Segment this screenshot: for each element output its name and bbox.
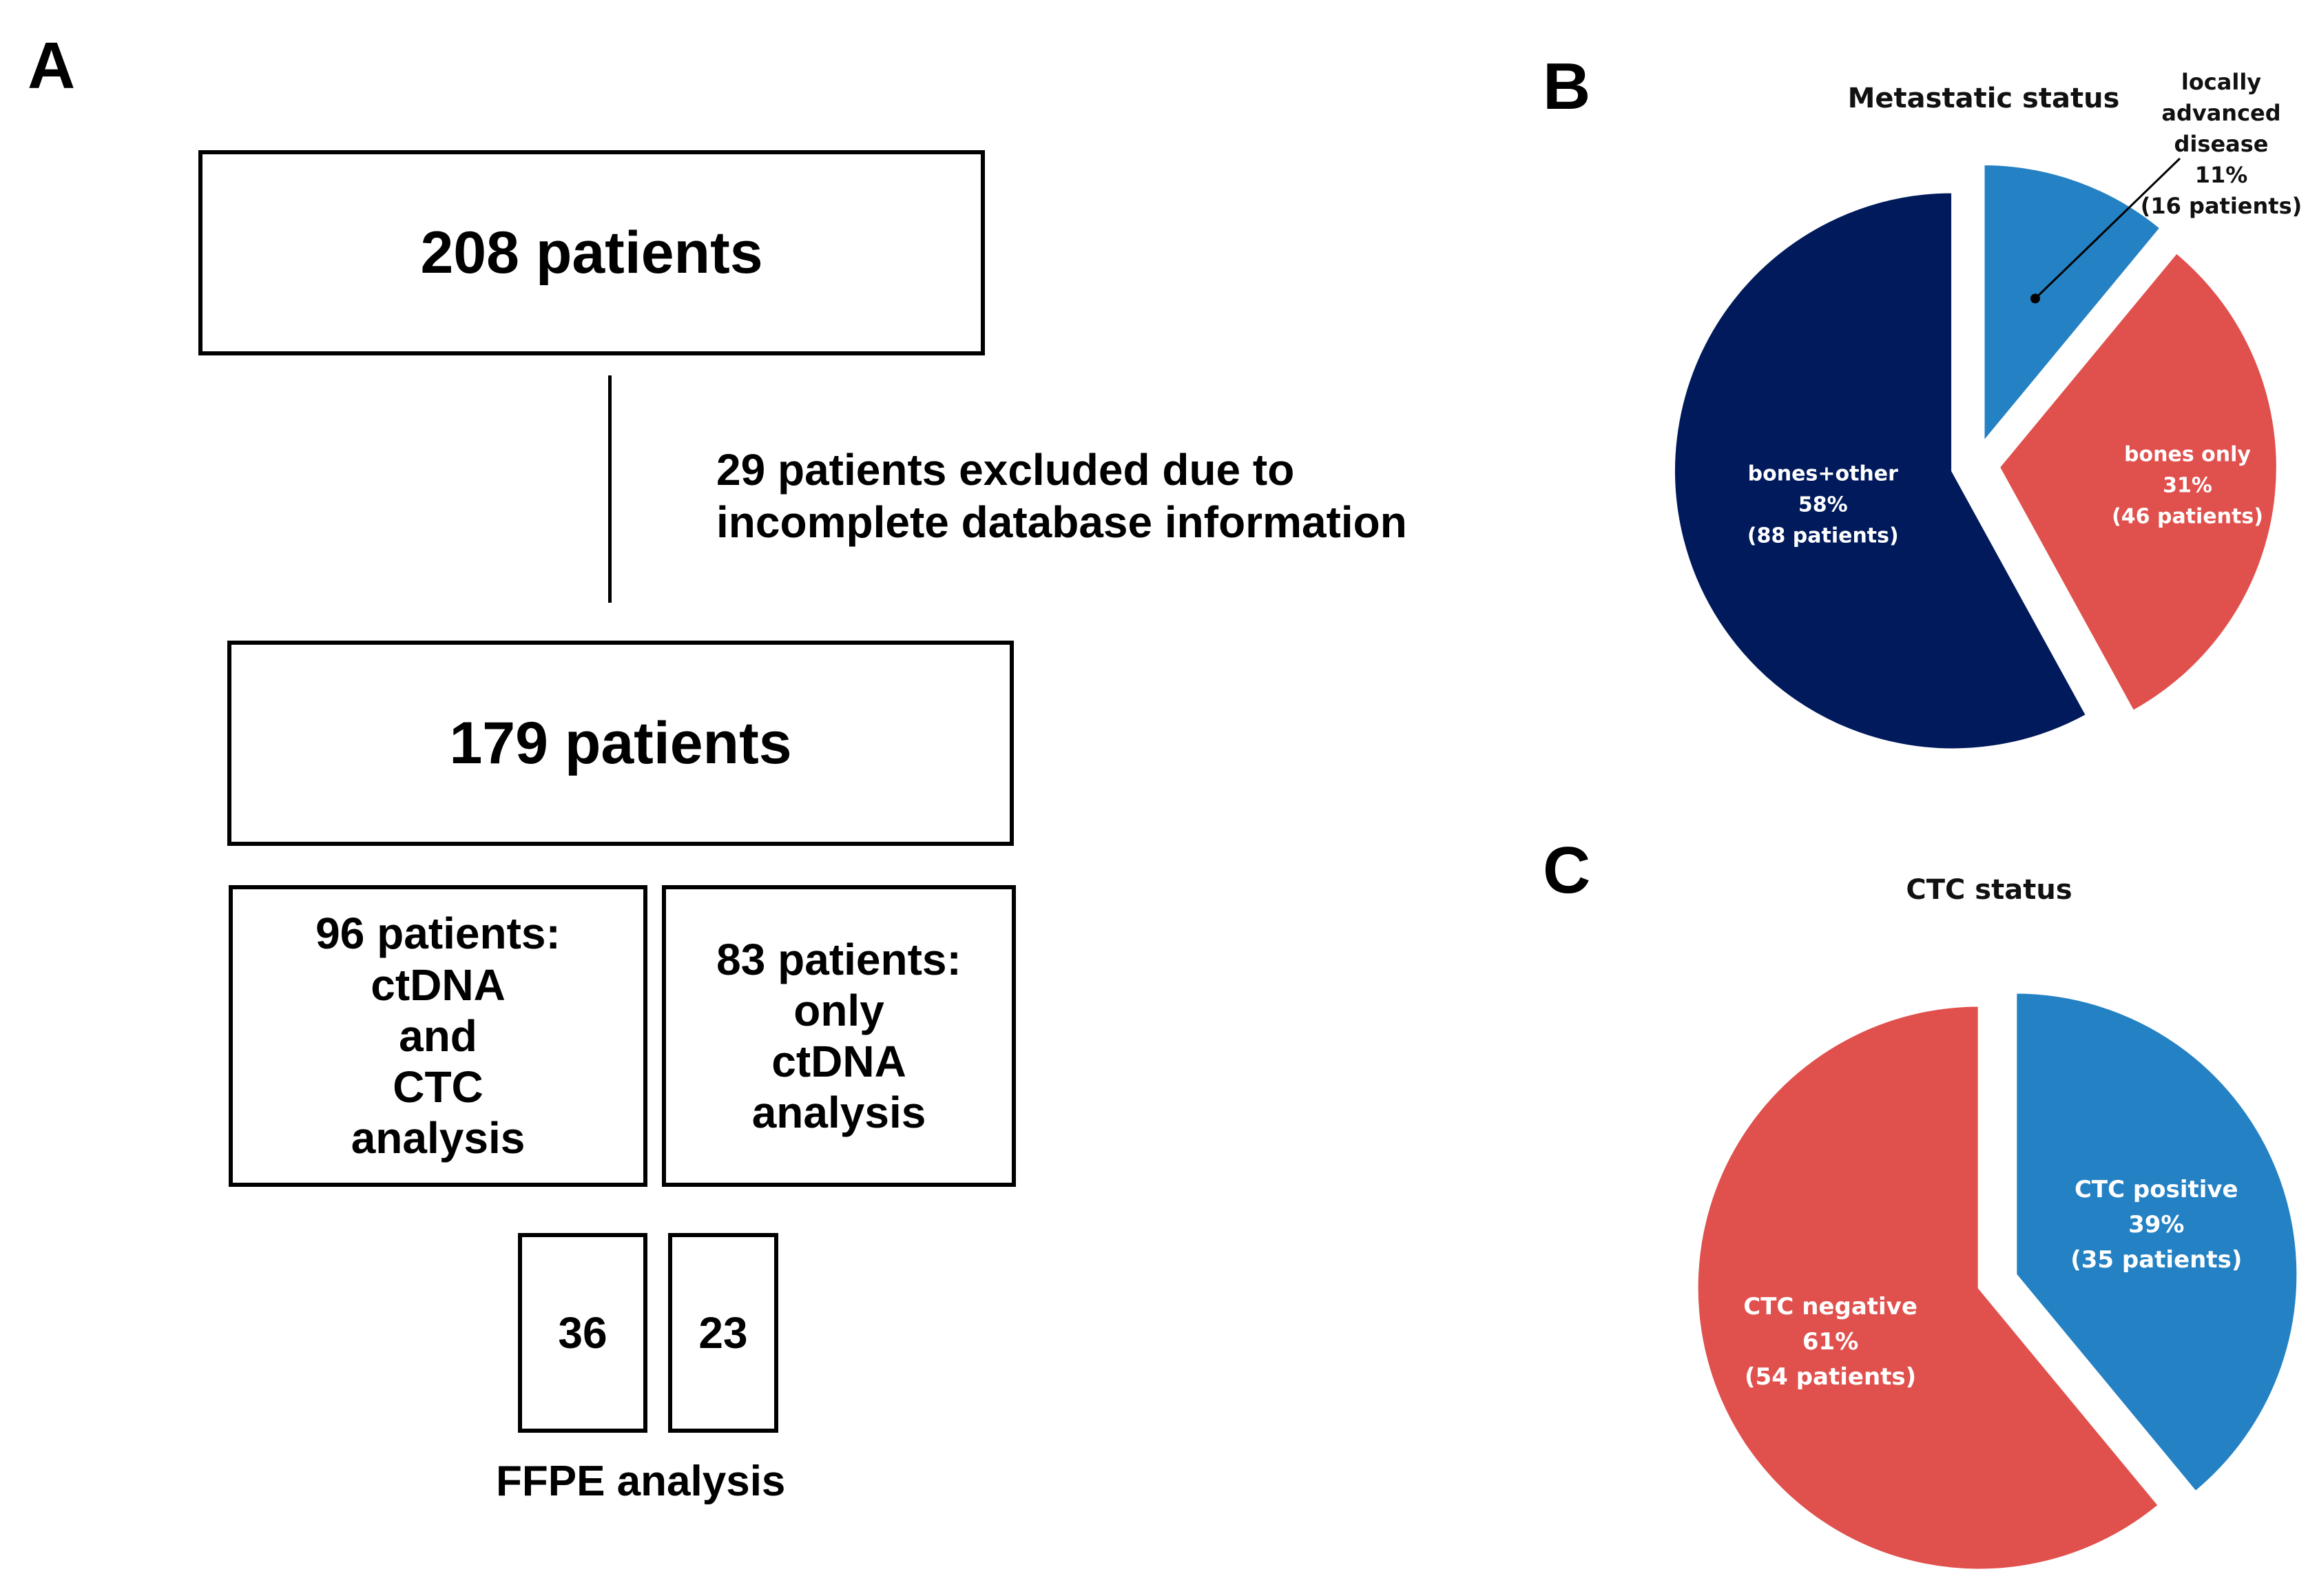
- pie-slice-ctc-positive: [2014, 991, 2300, 1495]
- ffpe-ctdna-only-box: 23: [668, 1233, 778, 1433]
- ctdna-ctc-box: 96 patients: ctDNA and CTC analysis: [229, 885, 647, 1187]
- ctdna-ctc-text: 96 patients: ctDNA and CTC analysis: [315, 908, 561, 1163]
- ctdna-only-line: 83 patients:: [716, 934, 961, 984]
- exclusion-note: 29 patients excluded due to incomplete d…: [716, 444, 1407, 548]
- ctdna-only-line: only: [793, 985, 884, 1035]
- ctdna-ctc-line: CTC: [393, 1062, 484, 1112]
- slice-patients: (35 patients): [2070, 1246, 2242, 1274]
- metastatic-chart-title: Metastatic status: [1848, 83, 2120, 114]
- panel-label-a: A: [28, 29, 76, 103]
- ffpe-label: FFPE analysis: [496, 1458, 786, 1505]
- ctdna-only-line: ctDNA: [771, 1037, 906, 1086]
- slice-patients: (46 patients): [2112, 505, 2263, 529]
- pie-slice-ctc-negative: [1695, 1004, 2161, 1572]
- ctdna-ctc-line: and: [399, 1011, 477, 1061]
- total-patients-box: 208 patients: [198, 150, 985, 355]
- slice-percent: 61%: [1802, 1328, 1858, 1356]
- panel-label-c: C: [1543, 833, 1591, 907]
- exclusion-line-2: incomplete database information: [716, 497, 1407, 547]
- slice-patients: (54 patients): [1745, 1363, 1916, 1391]
- ctc-chart-title: CTC status: [1906, 874, 2072, 906]
- leader-line: [2034, 157, 2181, 300]
- slice-label: disease: [2174, 131, 2269, 157]
- slice-label: advanced: [2161, 100, 2280, 126]
- slice-percent: 58%: [1798, 493, 1848, 517]
- ctdna-ctc-line: ctDNA: [371, 960, 506, 1010]
- exclusion-connector: [608, 375, 612, 603]
- panel-label-b: B: [1543, 50, 1591, 123]
- ctdna-only-line: analysis: [751, 1088, 926, 1138]
- slice-percent: 11%: [2195, 162, 2248, 188]
- ctdna-only-box: 83 patients: only ctDNA analysis: [662, 885, 1016, 1187]
- exclusion-line-1: 29 patients excluded due to: [716, 445, 1295, 495]
- slice-patients: (88 patients): [1747, 524, 1899, 548]
- ffpe-ctdna-ctc-box: 36: [518, 1233, 647, 1433]
- leader-dot: [2030, 293, 2040, 304]
- slice-percent: 31%: [2163, 474, 2212, 498]
- slice-label: CTC positive: [2075, 1176, 2238, 1203]
- slice-percent: 39%: [2128, 1211, 2184, 1239]
- slice-patients: (16 patients): [2141, 193, 2302, 219]
- pie-slice-locally-advanced: [1982, 163, 2163, 447]
- included-patients-box: 179 patients: [227, 641, 1014, 846]
- pie-slice-bones-other: [1672, 190, 2089, 752]
- pie-slice-bones-only: [1997, 250, 2279, 714]
- slice-label: CTC negative: [1743, 1293, 1917, 1320]
- ctdna-ctc-line: analysis: [351, 1113, 526, 1163]
- slice-label: bones only: [2124, 443, 2251, 467]
- slice-label: locally: [2181, 69, 2261, 95]
- ctdna-ctc-line: 96 patients:: [315, 909, 561, 959]
- slice-label: bones+other: [1748, 462, 1898, 486]
- ctdna-only-text: 83 patients: only ctDNA analysis: [716, 934, 961, 1139]
